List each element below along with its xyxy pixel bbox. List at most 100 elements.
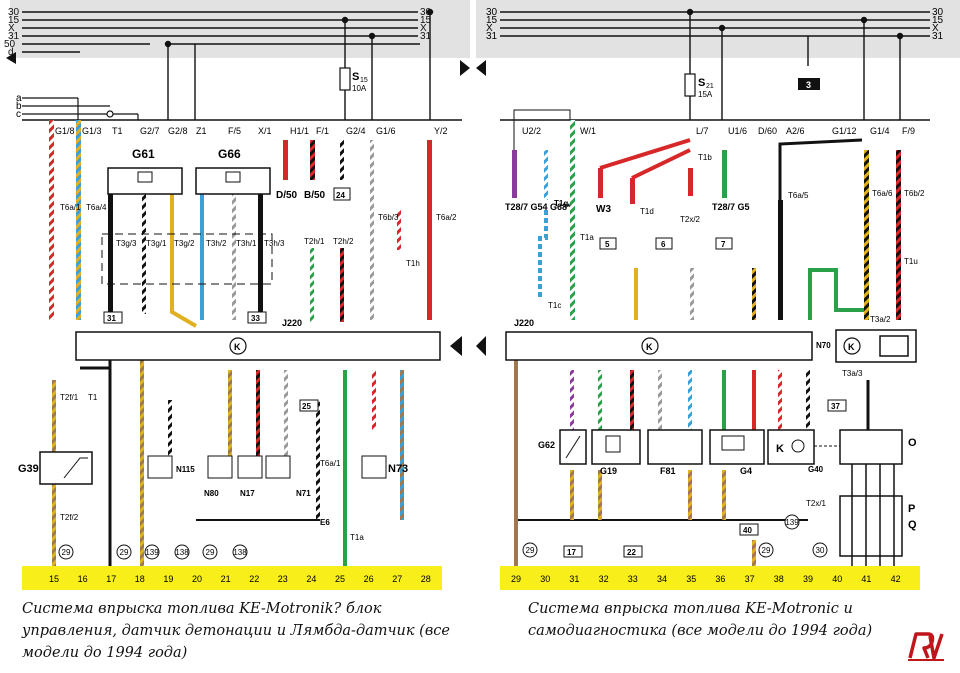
bus-label-right: 31 (420, 31, 432, 42)
relay-3: 3 (798, 78, 820, 90)
component-n70: N70 (816, 341, 831, 350)
bus-label: 31 (8, 31, 20, 42)
ground-mark: 29 (62, 548, 71, 557)
bottom-number: 39 (803, 574, 813, 584)
abc-inputs (22, 97, 139, 120)
right-panel: 30 15 X 31 30 15 X 31 S 21 15A 3 (460, 0, 960, 590)
bus-label-right: X (420, 23, 427, 34)
input-label-c: c (16, 109, 21, 120)
conn-label: T6b/3 (378, 213, 399, 222)
conn-label: T3a/3 (842, 369, 863, 378)
conn-label: T3h/3 (264, 239, 285, 248)
module-label: J220 (282, 318, 302, 328)
component-d50: D/50 (276, 190, 298, 201)
bus-label: 30 (8, 7, 20, 18)
bottom-number: 22 (249, 574, 259, 584)
top-pin-label: A2/6 (786, 126, 805, 136)
abc-labels: a b c (16, 93, 22, 120)
top-pin-label: F/9 (902, 126, 915, 136)
box-31: 31 (107, 314, 116, 323)
bottom-number: 31 (569, 574, 579, 584)
component-n73: N73 (388, 463, 408, 475)
bottom-number: 15 (49, 574, 59, 584)
bottom-number: 36 (715, 574, 725, 584)
box-22: 22 (627, 548, 636, 557)
fuse-s15: S 15 10A (339, 67, 368, 120)
top-pin-label: G1/8 (55, 126, 75, 136)
bottom-number: 16 (78, 574, 88, 584)
right-bus-labels: 30 15 X 31 30 15 X 31 (486, 7, 944, 42)
right-bus-drops (686, 8, 904, 120)
left-bus-labels: 30 15 X 31 50 d 30 15 X 31 (4, 7, 432, 58)
component-n80: N80 (204, 489, 219, 498)
conn-label: T6a/4 (86, 203, 107, 212)
fuse-sub: 21 (706, 83, 714, 90)
relay-box-label: 3 (806, 80, 811, 90)
conn-label: T6a/1 (60, 203, 81, 212)
bus-label: 50 (4, 39, 16, 50)
top-pin-label: F/1 (316, 126, 329, 136)
bus-label: 31 (932, 31, 944, 42)
bottom-number: 23 (278, 574, 288, 584)
bottom-number: 24 (306, 574, 316, 584)
box-24: 24 (336, 191, 345, 200)
box-17: 17 (567, 548, 576, 557)
bus-label: 15 (486, 15, 498, 26)
fuse-rating: 15A (698, 90, 713, 99)
conn-label: T2f/2 (60, 513, 79, 522)
top-pin-label: G2/7 (140, 126, 160, 136)
bus-label: X (932, 23, 939, 34)
box-25: 25 (302, 402, 311, 411)
component-g4: G4 (740, 466, 752, 476)
top-pin-label: G1/6 (376, 126, 396, 136)
component-e6: E6 (320, 518, 330, 527)
caption-right: Система впрыска топлива KE-Motronic и са… (528, 601, 873, 639)
top-pin-label: F/5 (228, 126, 241, 136)
fuse-s21: S 21 15A (684, 73, 714, 99)
right-top-pins: U2/2 W/1 L/7 U1/6 D/60 A2/6 G1/12 G1/4 F… (522, 126, 915, 136)
left-bottom-band (22, 566, 442, 590)
conn-label: T2h/2 (333, 237, 354, 246)
knock-sensor-g66: G66 (218, 147, 241, 161)
knock-sensors: G61 G66 31 33 (101, 147, 273, 324)
bottom-number: 42 (891, 574, 901, 584)
bus-label: 30 (486, 7, 498, 18)
component-g54: T28/7 G54 G68* (505, 202, 571, 212)
conn-label: T1a (580, 233, 594, 242)
bottom-number: 35 (686, 574, 696, 584)
component-g40: G40 (808, 465, 824, 474)
left-relay-labels: D/50 B/50 24 25 E6 (276, 187, 351, 527)
bus-label: 30 (932, 7, 944, 18)
component-f81: F81 (660, 466, 676, 476)
bottom-number: 30 (540, 574, 550, 584)
bottom-number: 20 (192, 574, 202, 584)
input-label-b: b (16, 101, 22, 112)
right-bus-band (476, 0, 960, 58)
top-pin-label: G1/4 (870, 126, 890, 136)
bottom-number: 19 (163, 574, 173, 584)
conn-label: T6b/2 (904, 189, 925, 198)
right-connector-labels: T28/7 G54 G68* T28/7 G5 W3 T1g T1b T1d T… (505, 153, 925, 558)
bus-label: X (486, 23, 493, 34)
fuse-rating: 10A (352, 84, 367, 93)
bottom-number: 28 (421, 574, 431, 584)
conn-label: T1a (350, 533, 364, 542)
center-arrow-top2 (476, 60, 486, 76)
component-n115: N115 (176, 465, 195, 474)
right-bottom-band (500, 566, 920, 590)
conn-label: T2h/1 (304, 237, 325, 246)
conn-label: T6a/5 (788, 191, 809, 200)
fuse-name: S (352, 71, 359, 83)
top-pin-label: X/1 (258, 126, 272, 136)
bottom-number: 21 (221, 574, 231, 584)
bottom-number: 40 (832, 574, 842, 584)
lambda-probe-g39: G39 (18, 451, 93, 485)
conn-label: T2x/2 (680, 215, 701, 224)
conn-label: T3g/1 (146, 239, 167, 248)
top-pin-label: U1/6 (728, 126, 747, 136)
component-k: K (776, 443, 784, 455)
fuse-name: S (698, 77, 705, 89)
bottom-number: 34 (657, 574, 667, 584)
bottom-number: 41 (861, 574, 871, 584)
bottom-number: 32 (599, 574, 609, 584)
